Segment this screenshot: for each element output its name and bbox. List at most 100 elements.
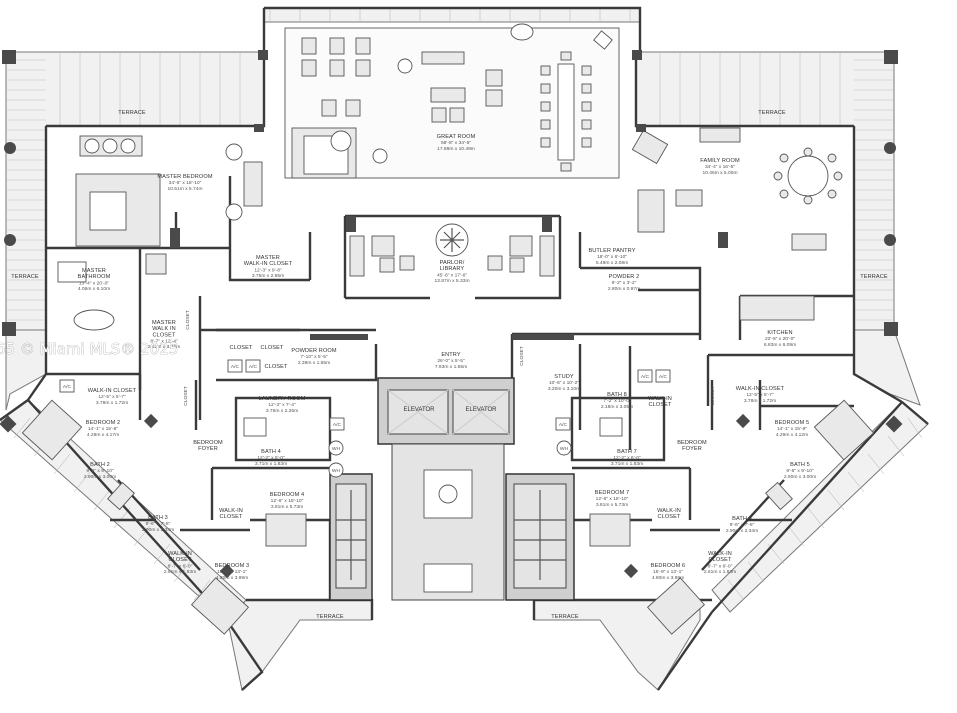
- room-name: CLOSET: [153, 332, 176, 338]
- room-name: BATH 5: [790, 462, 810, 468]
- room-dimension: 3.78m x 1.72m: [744, 398, 776, 404]
- room-dimension: 2.61m x 1.83m: [164, 569, 196, 575]
- room-name: BATH 8: [607, 392, 627, 398]
- room-dimension: 2.90m x 3.00m: [784, 474, 816, 480]
- room-label-bath-6: BATH 69'-6" x 7'-8"2.90m x 2.34m: [726, 516, 758, 534]
- room-name: FOYER: [682, 446, 702, 452]
- room-dimension: 5.49m x 2.08m: [596, 260, 628, 266]
- room-dimension: 12'-5" x 5'-7": [746, 392, 774, 398]
- columns: [0, 50, 903, 579]
- room-name: WALK-IN: [708, 551, 732, 557]
- room-dimension: 6.83m x 6.09m: [764, 342, 796, 348]
- room-dimension: 9'-6" x 7'-8": [146, 521, 171, 527]
- room-name: BEDROOM 7: [595, 490, 629, 496]
- room-name: MASTER: [152, 320, 176, 326]
- room-dimension: 2.90m x 3.00m: [84, 474, 116, 480]
- terrace-label: TERRACE: [11, 274, 39, 280]
- room-label-bath-8: BATH 87'-2" x 10'-0"2.18m x 3.05m: [601, 392, 633, 410]
- room-name: MASTER BEDROOM: [157, 174, 212, 180]
- room-dimension: 3.71m x 1.83m: [611, 461, 643, 467]
- ac-unit: A/C: [655, 369, 671, 383]
- room-dimension: 2.90m x 2.34m: [726, 528, 758, 534]
- terrace-label: TERRACE: [860, 274, 888, 280]
- room-name: BEDROOM 3: [215, 563, 249, 569]
- water-heater: WH: [556, 440, 572, 456]
- room-name: WALK-IN: [219, 508, 243, 514]
- ac-label: A/C: [249, 364, 258, 370]
- elevator-label-left: ELEVATOR: [403, 407, 435, 413]
- room-dimension: 8'-7" x 6'-0": [708, 563, 733, 569]
- room-label-bath-4: BATH 412'-2" x 6'-0"3.71m x 1.83m: [255, 449, 287, 467]
- room-dimension: 12'-2" x 6'-0": [613, 455, 641, 461]
- room-dimension: 12'-5" x 5'-7": [98, 394, 126, 400]
- room-dimension: 3.75m x 2.26m: [266, 408, 298, 414]
- room-name: BATH 4: [261, 449, 281, 455]
- water-heater: WH: [328, 462, 344, 478]
- ac-label: A/C: [231, 364, 240, 370]
- building-core: [329, 377, 575, 601]
- room-name: FOYER: [198, 446, 218, 452]
- room-dimension: 58'-8" x 34'-5": [441, 140, 471, 146]
- room-name: BATHROOM: [78, 274, 111, 280]
- room-name: CLOSET: [169, 557, 192, 563]
- room-name: CLOSET: [220, 514, 243, 520]
- wh-label: WH: [332, 446, 341, 452]
- room-dimension: 12'-3" x 7'-4": [268, 402, 296, 408]
- room-label-bedroom-6: BEDROOM 615'-9" x 13'-1"4.80m x 3.99m: [651, 563, 685, 581]
- room-dimension: 4.80m x 3.99m: [216, 575, 248, 581]
- room-name: KITCHEN: [767, 330, 792, 336]
- elevator-label-right: ELEVATOR: [465, 407, 497, 413]
- ac-unit: A/C: [329, 417, 345, 431]
- room-dimension: 8'-7" x 6'-0": [168, 563, 193, 569]
- bedroom-furniture: [21, 399, 875, 635]
- ac-label: A/C: [333, 422, 342, 428]
- room-label-bath-5: BATH 59'-6" x 9'-10"2.90m x 3.00m: [784, 462, 816, 480]
- room-dimension: 2.61m x 1.83m: [704, 569, 736, 575]
- terrace-label: TERRACE: [118, 110, 146, 116]
- room-dimension: 13.87m x 5.33m: [434, 278, 469, 284]
- ac-label: A/C: [659, 374, 668, 380]
- room-name: BEDROOM 2: [86, 420, 120, 426]
- room-dimension: 7.93m x 1.65m: [435, 364, 467, 370]
- room-dimension: 12'-6" x 18'-10": [596, 496, 629, 502]
- room-name: BATH 6: [732, 516, 752, 522]
- closet-vertical-label: CLOSET: [183, 386, 189, 406]
- room-name: BEDROOM 6: [651, 563, 685, 569]
- room-dimension: 14'-1" x 15'-8": [88, 426, 118, 432]
- room-name: BEDROOM: [677, 440, 707, 446]
- room-name: CLOSET: [265, 364, 288, 370]
- room-name: CLOSET: [658, 514, 681, 520]
- room-dimension: 9'-2" x 3'-2": [612, 280, 637, 286]
- ac-unit: A/C: [555, 417, 571, 431]
- room-dimension: 17.88m x 10.49m: [437, 146, 475, 152]
- room-name: CLOSET: [261, 345, 284, 351]
- room-dimension: 9'-6" x 9'-10": [86, 468, 114, 474]
- closet-vertical-label: CLOSET: [519, 346, 525, 366]
- room-label-bath-2: BATH 29'-6" x 9'-10"2.90m x 3.00m: [84, 462, 116, 480]
- room-dimension: 3.71m x 1.83m: [255, 461, 287, 467]
- room-dimension: 10.51m x 5.74m: [167, 186, 202, 192]
- terrace-label: TERRACE: [316, 614, 344, 620]
- room-name: LIBRARY: [440, 266, 465, 272]
- room-name: WALK-IN CLOSET: [88, 388, 137, 394]
- room-label-bedroom-2: BEDROOM 214'-1" x 15'-8"4.29m x 4.17m: [86, 420, 120, 438]
- room-dimension: 9'-6" x 7'-8": [730, 522, 755, 528]
- room-name: PARLOR/: [440, 260, 465, 266]
- room-dimension: 2.39m x 1.65m: [298, 360, 330, 366]
